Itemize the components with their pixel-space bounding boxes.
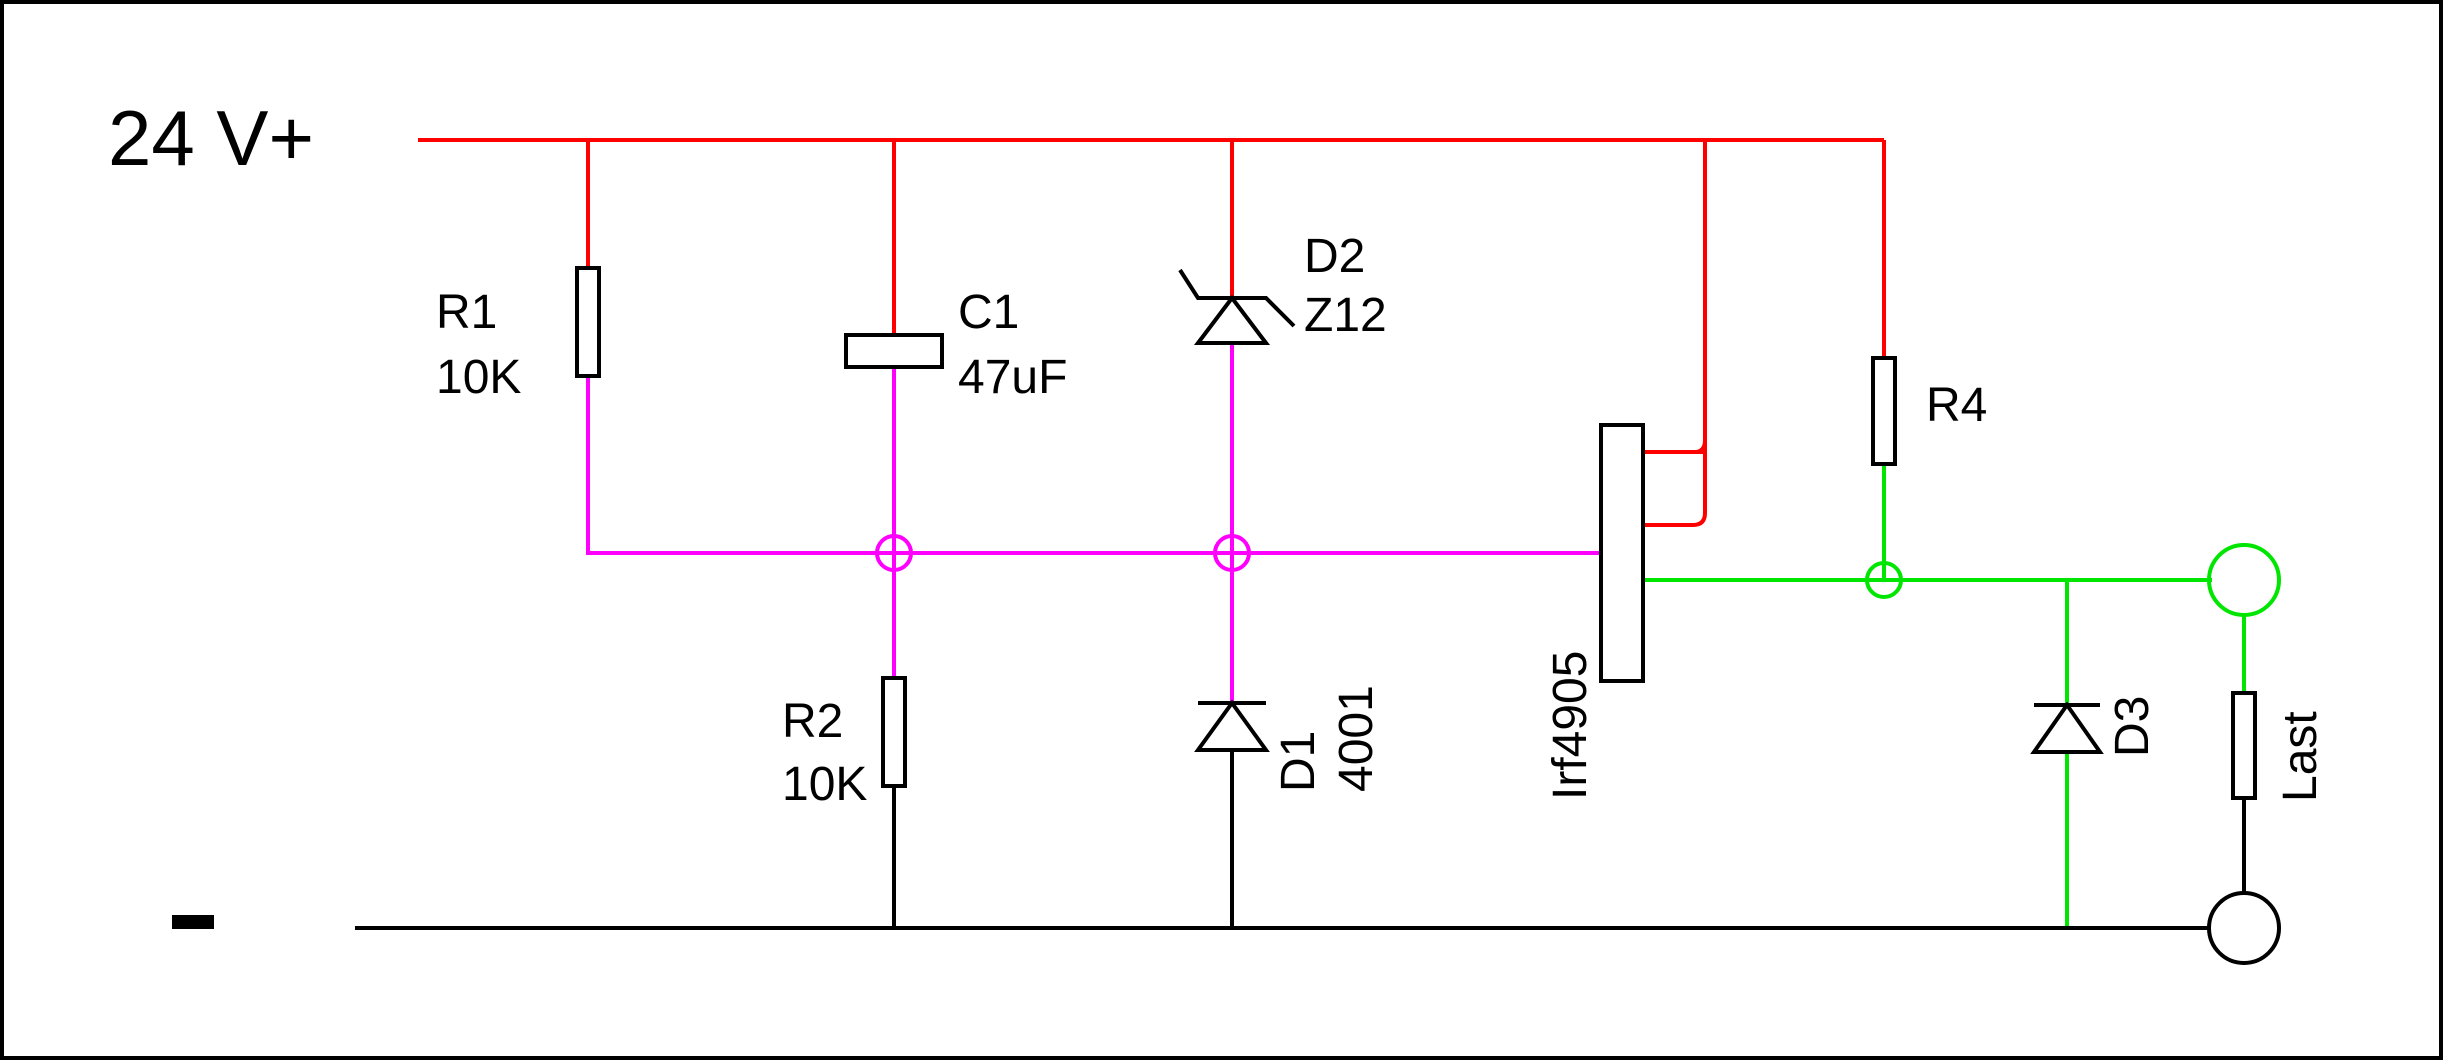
r2-name-label: R2 [782,695,843,748]
ground-terminal [2207,891,2281,965]
load-name-label: Last [2274,711,2327,802]
diode-d1 [1194,699,1270,752]
c1-value-label: 47uF [958,351,1067,404]
d2-value-label: Z12 [1304,289,1387,342]
output-terminal [2207,543,2281,617]
d3-name-label: D3 [2106,696,2159,757]
r1-bottom-wire [586,376,1601,555]
supply-negative-symbol [172,915,214,929]
supply-positive-label: 24 V+ [108,94,314,182]
gate-net [586,343,1601,703]
supply-negative-label: - [168,866,200,973]
c1-name-label: C1 [958,286,1019,339]
r1-name-label: R1 [436,286,497,339]
gate-junction-d2-cross [1215,536,1249,570]
ground-net [355,750,2246,930]
resistor-r4 [1871,356,1897,466]
mosfet-name-label: Irf4905 [1544,651,1597,800]
zener-diode-d2 [1178,268,1296,345]
gate-junction-c1-cross [877,536,911,570]
mosfet-irf4905 [1599,423,1645,683]
d1-name-label: D1 [1272,731,1325,792]
d1-value-label: 4001 [1330,685,1383,792]
r2-value-label: 10K [782,758,867,811]
diode-d3 [2030,701,2104,754]
capacitor-c1 [844,333,944,369]
load-resistor [2231,691,2257,800]
resistor-r1 [575,266,601,378]
mosfet-pin-upper-horizontal-2 [1643,140,1707,527]
d2-name-label: D2 [1304,230,1365,283]
r4-name-label: R4 [1926,379,1987,432]
positive-rail-net [418,138,1886,527]
resistor-r2 [881,676,907,788]
r1-value-label: 10K [436,351,521,404]
